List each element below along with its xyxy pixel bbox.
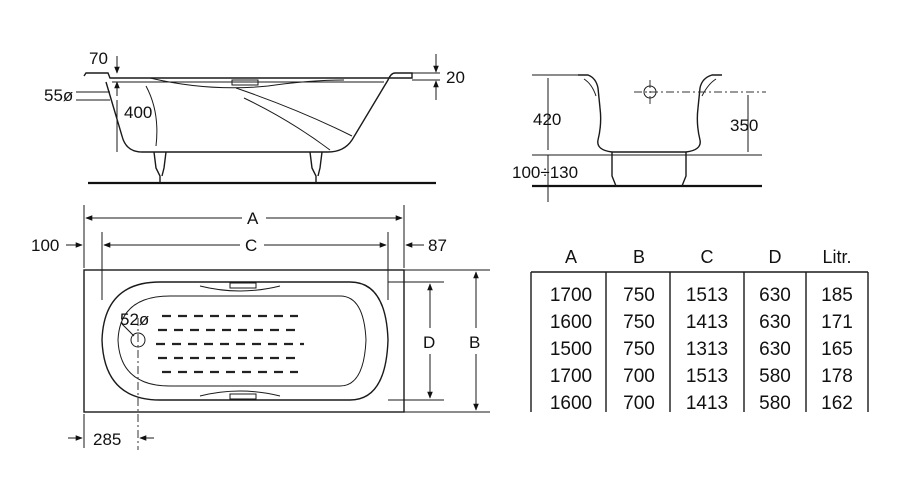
- side-view-drain-pipe: [76, 91, 110, 101]
- table-cell: 1513: [686, 366, 728, 387]
- table-cell: 162: [821, 393, 853, 414]
- end-view-inner-rim: [583, 78, 717, 97]
- table-cell: 580: [759, 366, 791, 387]
- table-cell: 178: [821, 366, 853, 387]
- table-row: 1600 700 1413 580 162: [550, 393, 853, 414]
- table-cell: 700: [623, 393, 655, 414]
- dim-label-285: 285: [93, 430, 121, 449]
- table-cell: 1600: [550, 393, 592, 414]
- table-header-c: C: [701, 247, 714, 267]
- dim-label-420: 420: [533, 110, 561, 129]
- table-row: 1700 750 1513 630 185: [550, 285, 853, 306]
- dim-label-350: 350: [730, 116, 758, 135]
- dim-label-52-diameter: 52ø: [120, 310, 149, 329]
- table-header-row: A B C D Litr.: [565, 247, 852, 267]
- side-view-foot-right-b: [317, 151, 323, 177]
- table-header-a: A: [565, 247, 577, 267]
- dim-label-d: D: [423, 333, 435, 352]
- table-cell: 630: [759, 312, 791, 333]
- end-view: 420 350 100÷130: [512, 74, 766, 202]
- side-view-foot-left: [153, 151, 161, 183]
- side-view-backrest-curve-3: [243, 97, 331, 151]
- dim-label-feet-range: 100÷130: [512, 163, 578, 182]
- table-cell: 750: [623, 339, 655, 360]
- table-cell: 1500: [550, 339, 592, 360]
- end-view-tub-outline: [578, 74, 722, 153]
- table-cell: 630: [759, 339, 791, 360]
- side-view: 70 55ø 400 20: [44, 49, 465, 185]
- table-cell: 580: [759, 393, 791, 414]
- table-cell: 750: [623, 285, 655, 306]
- table-cell: 1413: [686, 393, 728, 414]
- table-row: 1700 700 1513 580 178: [550, 366, 853, 387]
- table-cell: 165: [821, 339, 853, 360]
- table-cell: 1413: [686, 312, 728, 333]
- plan-view-handle-curves: [199, 285, 281, 397]
- dim-label-b: B: [469, 333, 480, 352]
- dim-label-87: 87: [428, 236, 447, 255]
- table-cell: 1513: [686, 285, 728, 306]
- end-view-feet: [611, 152, 687, 187]
- table-header-d: D: [769, 247, 782, 267]
- plan-view-handle-bottom: [229, 393, 257, 400]
- side-view-handle: [231, 79, 259, 86]
- dim-label-100: 100: [31, 236, 59, 255]
- plan-view: 52ø A C 100 87 D B 285: [31, 205, 490, 450]
- dimensions-table: A B C D Litr. 1700 750 1513 630 185 1600…: [530, 247, 869, 414]
- dim-label-a: A: [247, 209, 259, 228]
- table-cell: 1700: [550, 285, 592, 306]
- side-view-backrest-curve-2: [235, 87, 353, 137]
- plan-view-handle-top: [229, 282, 257, 289]
- table-cell: 700: [623, 366, 655, 387]
- side-view-inner-wall: [145, 85, 158, 147]
- table-cell: 630: [759, 285, 791, 306]
- dim-label-20: 20: [446, 68, 465, 87]
- table-header-b: B: [633, 247, 645, 267]
- table-row: 1500 750 1313 630 165: [550, 339, 853, 360]
- side-view-tub-outline: [83, 72, 413, 153]
- table-cell: 750: [623, 312, 655, 333]
- table-cell: 185: [821, 285, 853, 306]
- table-cell: 171: [821, 312, 853, 333]
- table-cell: 1313: [686, 339, 728, 360]
- plan-view-outer-rim: [83, 269, 405, 413]
- dim-label-400: 400: [124, 103, 152, 122]
- dim-label-c: C: [245, 236, 257, 255]
- table-cell: 1700: [550, 366, 592, 387]
- side-view-backrest-curve: [149, 77, 345, 89]
- dim-label-70: 70: [89, 49, 108, 68]
- dim-label-55-diameter: 55ø: [44, 86, 73, 105]
- plan-view-drain-leader: [121, 323, 135, 337]
- plan-view-antislip-pattern: [156, 314, 304, 374]
- table-header-litr: Litr.: [822, 247, 851, 267]
- plan-view-inner-basin: [101, 281, 389, 401]
- table-cell: 1600: [550, 312, 592, 333]
- side-view-foot-right: [309, 151, 317, 183]
- plan-view-basin-floor: [117, 295, 367, 387]
- table-row: 1600 750 1413 630 171: [550, 312, 853, 333]
- side-view-foot-left-b: [161, 151, 167, 177]
